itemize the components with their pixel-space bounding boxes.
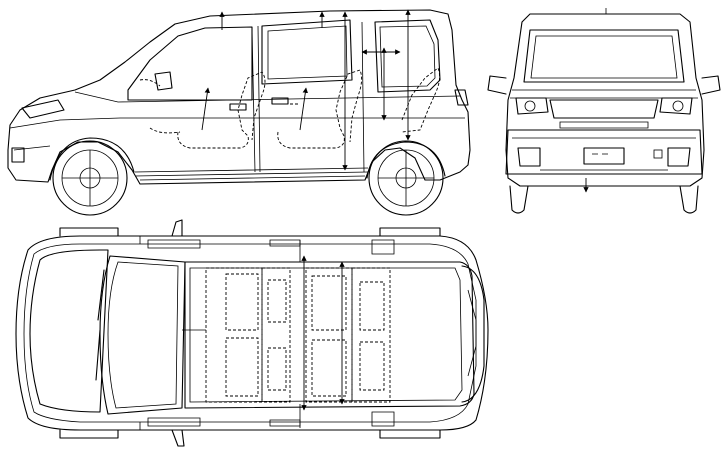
- front-view: [487, 8, 721, 214]
- side-door-seam: [251, 21, 365, 173]
- top-roof: [184, 261, 475, 409]
- side-view: [7, 9, 471, 216]
- front-bumper: [505, 129, 703, 175]
- front-body-outline: [505, 13, 705, 187]
- top-mirror-left: [171, 219, 183, 237]
- side-front-window: [127, 26, 253, 101]
- top-seats: [205, 267, 391, 403]
- front-mirror-left: [487, 75, 507, 95]
- front-foglight-right: [667, 147, 691, 167]
- side-foglight: [11, 147, 25, 163]
- top-view: [15, 219, 489, 447]
- side-front-seat: [177, 71, 266, 149]
- side-taillight: [454, 89, 469, 106]
- front-mirror-right: [701, 75, 721, 95]
- side-rocker: [134, 167, 369, 181]
- side-rear-wheel: [368, 140, 444, 216]
- top-body-outline: [15, 235, 489, 431]
- front-grille: [549, 99, 659, 119]
- front-tire-right: [679, 185, 699, 214]
- front-tire-left: [509, 185, 529, 214]
- front-headlight-right: [659, 97, 693, 115]
- front-foglight-left: [517, 147, 541, 167]
- side-quarter-window: [374, 19, 441, 93]
- side-door-handle-front: [229, 103, 247, 111]
- side-front-arch: [49, 137, 135, 181]
- side-mirror: [154, 71, 173, 91]
- front-windshield: [523, 29, 685, 83]
- side-rear-window: [261, 19, 353, 85]
- top-hood: [29, 249, 109, 413]
- top-wiper: [95, 269, 105, 381]
- top-mirror-right: [171, 429, 185, 447]
- top-windshield: [99, 255, 186, 415]
- side-headlight: [21, 99, 65, 119]
- top-rear-spoiler: [461, 265, 485, 403]
- front-headlight-left: [515, 97, 549, 115]
- side-front-wheel: [52, 140, 128, 216]
- front-license-plate: [583, 147, 625, 165]
